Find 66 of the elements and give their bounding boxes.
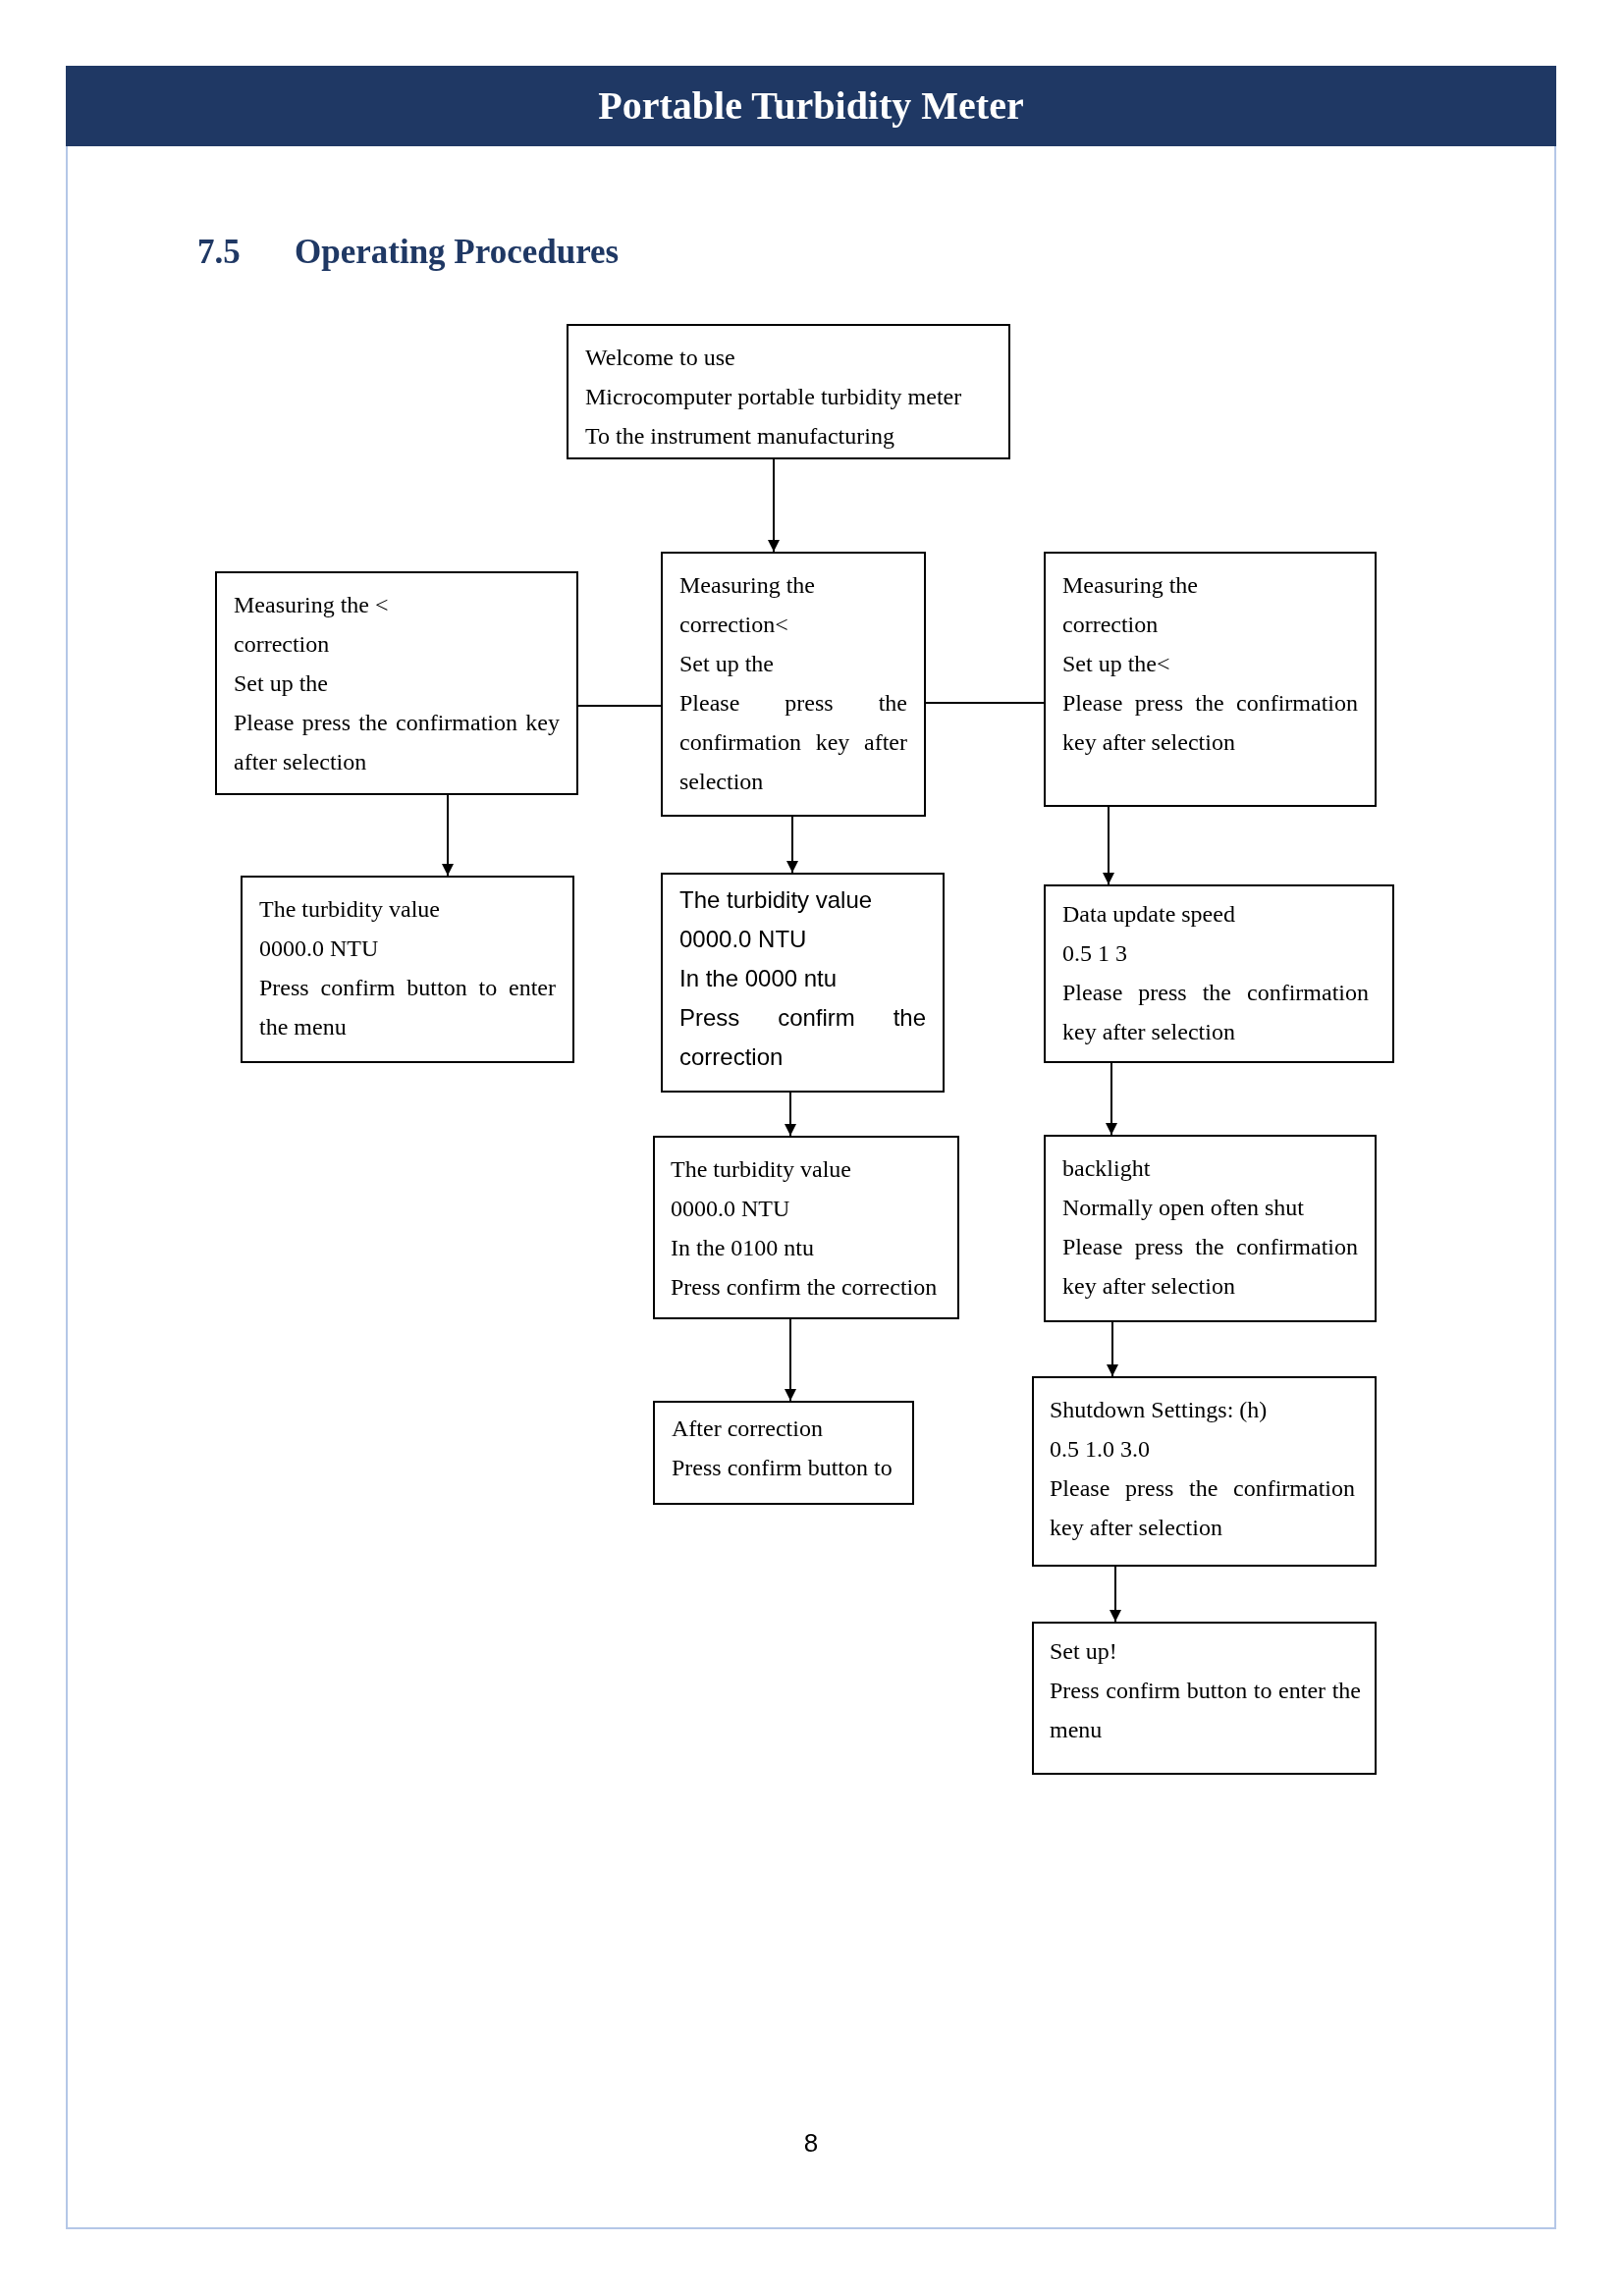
step-text: To the instrument manufacturing	[585, 422, 895, 451]
step-text: The turbidity value	[679, 885, 874, 915]
step-text: Set up!	[1050, 1637, 1118, 1666]
step-text: Press confirm the correction	[679, 1003, 926, 1072]
process-box	[1032, 1622, 1377, 1775]
step-text: Please press the confirmation key after selection	[234, 709, 560, 776]
section-heading: Operating Procedures	[295, 232, 620, 273]
arrow	[1107, 1321, 1118, 1377]
arrow	[786, 816, 798, 874]
connector-line	[925, 702, 1045, 704]
step-text: 0000.0 NTU	[671, 1195, 791, 1223]
step-text: Shutdown Settings: (h)	[1050, 1396, 1269, 1424]
step-text: Please press the confirmation key after selection	[1062, 1233, 1358, 1301]
step-text: Measuring the	[1062, 571, 1199, 600]
page-number: 8	[803, 2127, 819, 2160]
arrow	[785, 1318, 796, 1402]
step-text: Set up the<	[1062, 650, 1171, 678]
process-box	[567, 324, 1010, 459]
step-text: Please press the confirmation key after selection	[1062, 689, 1358, 757]
step-text: 0000.0 NTU	[679, 925, 808, 954]
arrow	[442, 794, 454, 877]
arrow	[785, 1092, 796, 1137]
step-text: 0000.0 NTU	[259, 934, 380, 963]
process-box	[215, 571, 578, 795]
process-box	[241, 876, 574, 1063]
section-number: 7.5	[197, 232, 241, 273]
step-text: correction	[234, 630, 331, 659]
step-text: Press confirm button to	[672, 1454, 893, 1482]
step-text: correction	[1062, 611, 1160, 639]
process-box	[1044, 552, 1377, 807]
connector-line	[577, 705, 662, 707]
step-text: Please press the confirmation key after selection	[679, 689, 907, 796]
step-text: After correction	[672, 1415, 824, 1443]
step-text: 0.5 1.0 3.0	[1050, 1435, 1151, 1464]
step-text: Measuring the	[679, 571, 816, 600]
step-text: 0.5 1 3	[1062, 939, 1128, 968]
step-text: Please press the confirmation key after selection	[1062, 979, 1369, 1046]
process-box	[1044, 884, 1394, 1063]
step-text: Welcome to use	[585, 344, 736, 372]
step-text: correction<	[679, 611, 789, 639]
process-box	[653, 1401, 914, 1505]
step-text: Set up the	[234, 669, 329, 698]
step-text: The turbidity value	[259, 895, 441, 924]
process-box	[661, 873, 945, 1093]
arrow	[768, 458, 780, 553]
step-text: The turbidity value	[671, 1155, 852, 1184]
step-text: In the 0000 ntu	[679, 964, 839, 993]
step-text: Measuring the <	[234, 591, 390, 619]
step-text: Set up the	[679, 650, 775, 678]
step-text: Normally open often shut	[1062, 1194, 1305, 1222]
process-box	[1032, 1376, 1377, 1567]
process-box	[661, 552, 926, 817]
step-text: backlight	[1062, 1154, 1152, 1183]
step-text: Press confirm button to enter the menu	[1050, 1677, 1361, 1744]
step-text: Please press the confirmation key after selection	[1050, 1474, 1355, 1542]
step-text: Data update speed	[1062, 900, 1236, 929]
step-text: In the 0100 ntu	[671, 1234, 815, 1262]
arrow	[1103, 806, 1114, 885]
step-text: Microcomputer portable turbidity meter	[585, 383, 963, 411]
process-box	[1044, 1135, 1377, 1322]
step-text: Press confirm button to enter the menu	[259, 974, 556, 1041]
header-title: Portable Turbidity Meter	[598, 82, 1024, 130]
arrow	[1106, 1062, 1117, 1136]
step-text: Press confirm the correction	[671, 1273, 939, 1302]
arrow	[1110, 1566, 1121, 1623]
process-box	[653, 1136, 959, 1319]
